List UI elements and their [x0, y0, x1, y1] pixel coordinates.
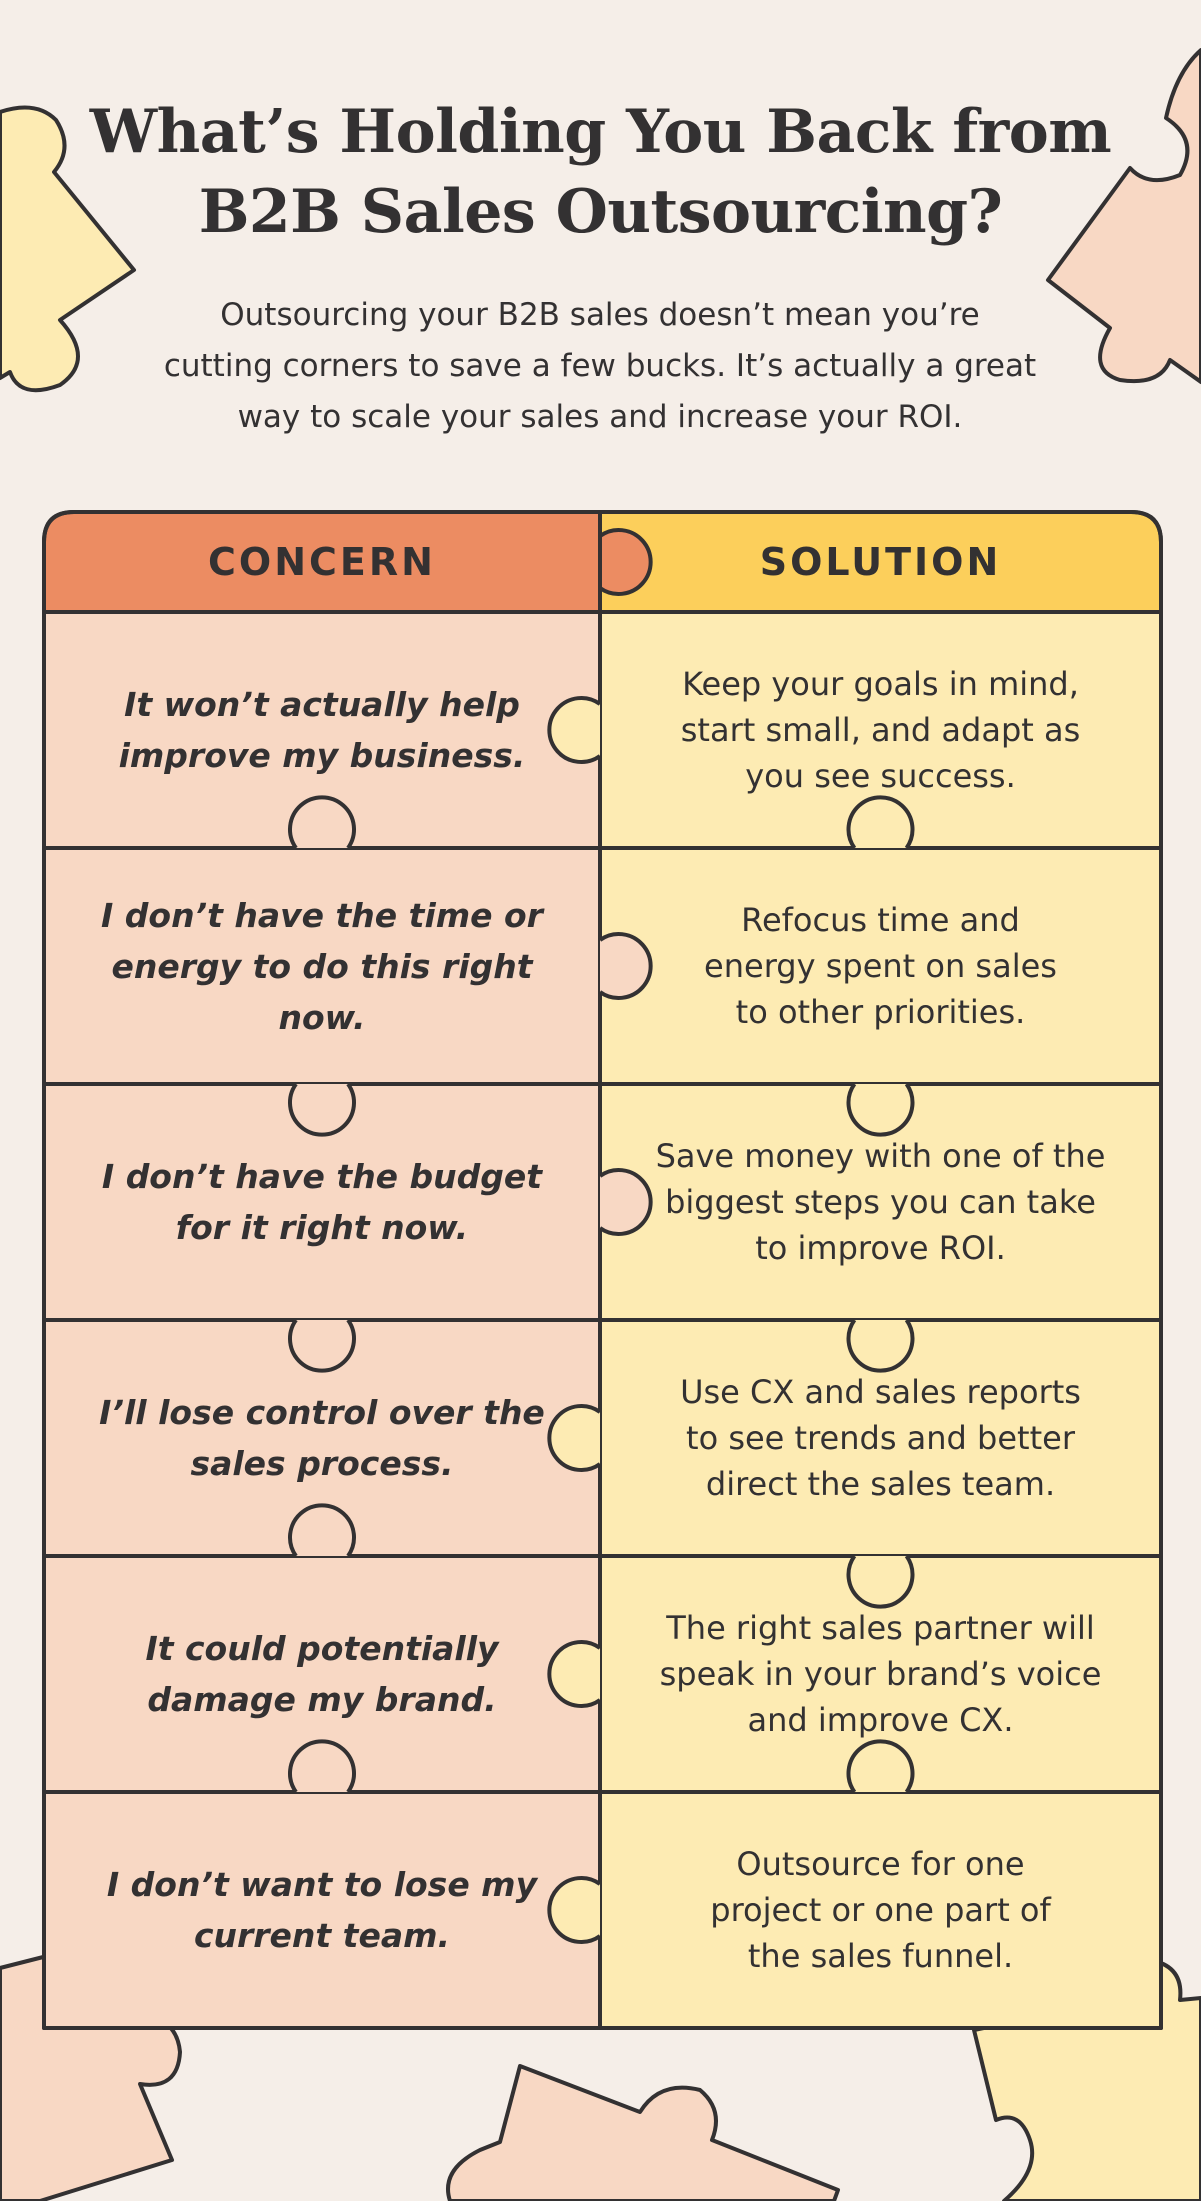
header-concern: CONCERN	[208, 540, 436, 584]
solution-text-line: you see success.	[745, 757, 1016, 795]
row-tab	[288, 1503, 356, 1558]
concern-text-line: I’ll lose control over the	[99, 1393, 545, 1432]
solution-text-line: speak in your brand’s voice	[659, 1655, 1102, 1693]
solution-text-line: the sales funnel.	[747, 1937, 1014, 1975]
concern-cell: I’ll lose control over the sales process.	[44, 1320, 600, 1556]
solution-text-line: start small, and adapt as	[680, 711, 1081, 749]
title-line-1: What’s Holding You Back from	[89, 97, 1112, 167]
solution-text-line: to other priorities.	[735, 993, 1026, 1031]
row-tab	[846, 1739, 915, 1794]
concern-text-line: energy to do this right now.	[111, 946, 533, 1037]
concern-text-line: I don’t want to lose my	[106, 1865, 538, 1904]
row-tab	[846, 1318, 915, 1373]
row-tab	[288, 795, 356, 850]
solution-text-line: Outsource for one	[736, 1845, 1025, 1883]
row-tab	[846, 795, 915, 850]
header-concern-bg	[44, 512, 600, 612]
solution-text-line: and improve CX.	[747, 1701, 1014, 1739]
intro-line-1: Outsourcing your B2B sales doesn’t mean …	[220, 297, 980, 333]
column-tab	[547, 1404, 602, 1472]
header-tab	[598, 528, 653, 596]
column-tab	[547, 1876, 602, 1944]
header-solution-bg	[600, 512, 1161, 612]
concern-cell: I don’t have the time or energy to do thi…	[44, 848, 600, 1084]
concern-text-line: I don’t have the time or	[101, 895, 543, 935]
puzzle-piece-bottom-center	[446, 2064, 840, 2201]
row-tab	[288, 1082, 356, 1137]
concern-cell: I don’t want to lose my current team.	[44, 1792, 600, 2028]
row-tab	[288, 1318, 356, 1373]
concern-text-line: damage my brand.	[147, 1680, 497, 1719]
concern-text-line: It could potentially	[145, 1629, 499, 1668]
concern-text-line: improve my business.	[118, 736, 526, 775]
column-tab	[598, 932, 653, 1000]
column-tab	[547, 1640, 602, 1708]
column-tab	[598, 1168, 653, 1236]
solution-text-line: Refocus time and	[741, 901, 1020, 939]
solution-text-line: direct the sales team.	[705, 1465, 1056, 1503]
solution-cell: Outsource for one project or one part of t…	[600, 1792, 1161, 2028]
solution-cell: Keep your goals in mind, start small, and…	[600, 612, 1161, 848]
solution-text-line: energy spent on sales	[704, 947, 1057, 985]
row-tab	[288, 1739, 356, 1794]
intro-line-2: cutting corners to save a few bucks. It’…	[163, 348, 1037, 384]
solution-text-line: biggest steps you can take	[665, 1183, 1096, 1221]
solution-text-line: Save money with one of the	[655, 1137, 1106, 1175]
puzzle-piece-top-left	[0, 105, 136, 393]
concern-text-line: sales process.	[190, 1444, 454, 1483]
concern-cell: I don’t have the budget for it right now.	[44, 1084, 600, 1320]
solution-text-line: to improve ROI.	[755, 1229, 1006, 1267]
row-tab	[846, 1082, 915, 1137]
concern-text-line: current team.	[193, 1916, 451, 1955]
concern-cell: It won’t actually help improve my busines…	[44, 612, 600, 848]
solution-text-line: to see trends and better	[686, 1419, 1075, 1457]
intro-line-3: way to scale your sales and increase you…	[237, 399, 963, 435]
concern-text-line: I don’t have the budget	[101, 1157, 543, 1196]
column-tab	[547, 696, 602, 764]
solution-text-line: The right sales partner will	[666, 1609, 1095, 1647]
concern-cell: It could potentially damage my brand.	[44, 1556, 600, 1792]
solution-text-line: Keep your goals in mind,	[682, 665, 1079, 703]
title-line-2: B2B Sales Outsourcing?	[198, 177, 1003, 247]
solution-cell: Use CX and sales reports to see trends an…	[600, 1320, 1161, 1556]
solution-text-line: project or one part of	[710, 1891, 1051, 1929]
row-tab	[846, 1554, 915, 1609]
concern-text-line: It won’t actually help	[124, 685, 520, 724]
puzzle-piece-top-right	[1046, 48, 1201, 384]
intro-paragraph: Outsourcing your B2B sales doesn’t mean …	[130, 290, 1070, 443]
table-frame-outline	[42, 510, 1163, 2030]
solution-text-line: Use CX and sales reports	[680, 1373, 1081, 1411]
concern-text-line: for it right now.	[175, 1208, 469, 1247]
header-solution: SOLUTION	[759, 540, 1002, 584]
solution-cell: Save money with one of the biggest steps …	[600, 1084, 1161, 1320]
page-title: What’s Holding You Back from B2B Sales O…	[0, 92, 1201, 252]
solution-cell: The right sales partner will speak in you…	[600, 1556, 1161, 1792]
solution-cell: Refocus time and energy spent on sales to …	[600, 848, 1161, 1084]
